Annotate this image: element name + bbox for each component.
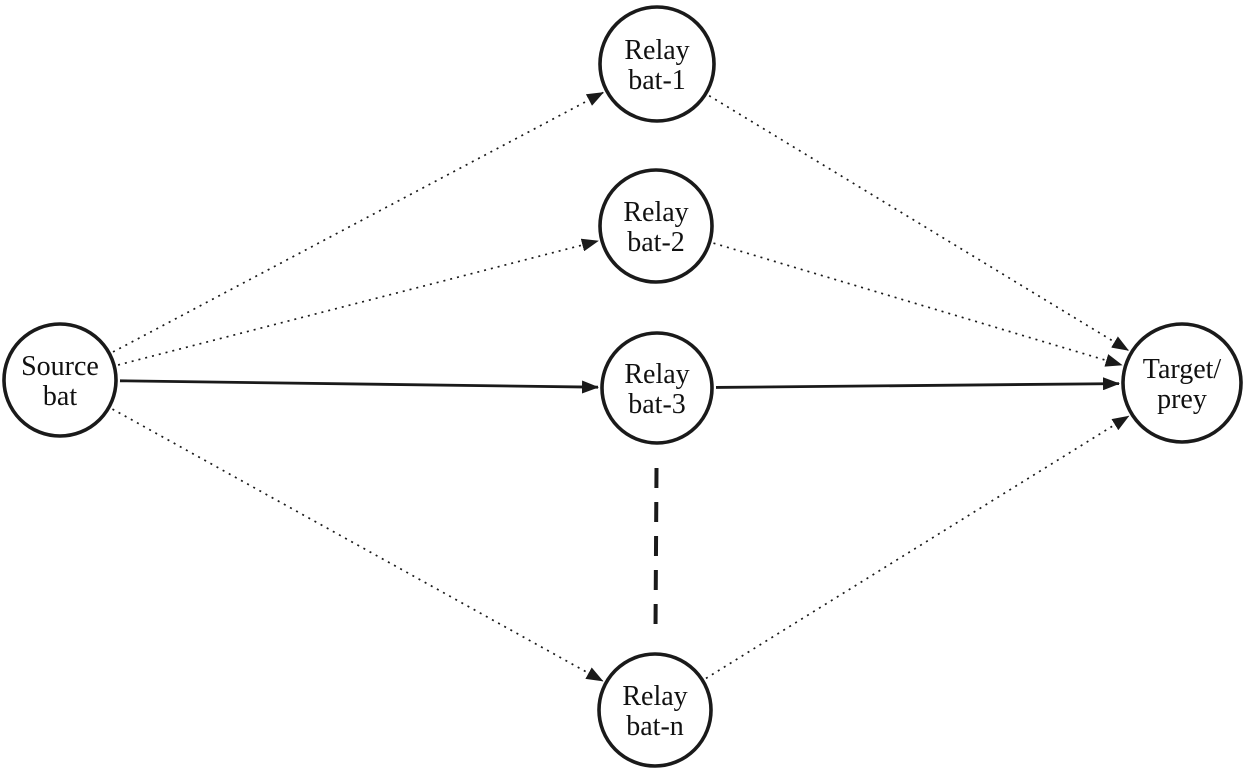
node-label-relay2-line2: bat-2 (627, 227, 685, 258)
node-label-relayn-line1: Relay (622, 681, 687, 712)
node-label-source-line1: Source (21, 351, 99, 382)
edge-source-relay1-arrow (112, 91, 604, 353)
node-circle-relay2 (598, 168, 714, 284)
edge-relay2-target-arrow (713, 242, 1123, 367)
edge-relay3-relayn-ellipsis (653, 467, 659, 630)
edge-relay1-target-arrow (708, 94, 1130, 352)
node-label-relayn-line2: bat-n (626, 711, 684, 742)
edge-source-relayn-arrow (112, 408, 604, 682)
node-label-target-line2: prey (1157, 384, 1207, 415)
edge-relay3-target-arrow (715, 377, 1121, 391)
node-label-relay2-line1: Relay (623, 197, 688, 228)
node-target: Target/prey (1121, 322, 1243, 444)
node-circle-source (2, 322, 118, 438)
node-circle-relay1 (598, 5, 716, 123)
edge-source-relay3-arrow (119, 379, 600, 394)
node-label-relay1-line2: bat-1 (628, 65, 686, 96)
node-label-relay3-line2: bat-3 (628, 389, 686, 420)
node-label-relay3-line1: Relay (624, 359, 689, 390)
node-circle-relay3 (600, 331, 714, 445)
node-circle-relayn (597, 652, 713, 768)
node-label-relay1-line1: Relay (624, 35, 689, 66)
node-circle-target (1121, 322, 1243, 444)
edge-source-relay2-arrow (117, 238, 599, 366)
edge-relayn-target-arrow (705, 415, 1130, 680)
node-label-source-line2: bat (43, 381, 77, 412)
node-label-target-line1: Target/ (1143, 354, 1222, 385)
